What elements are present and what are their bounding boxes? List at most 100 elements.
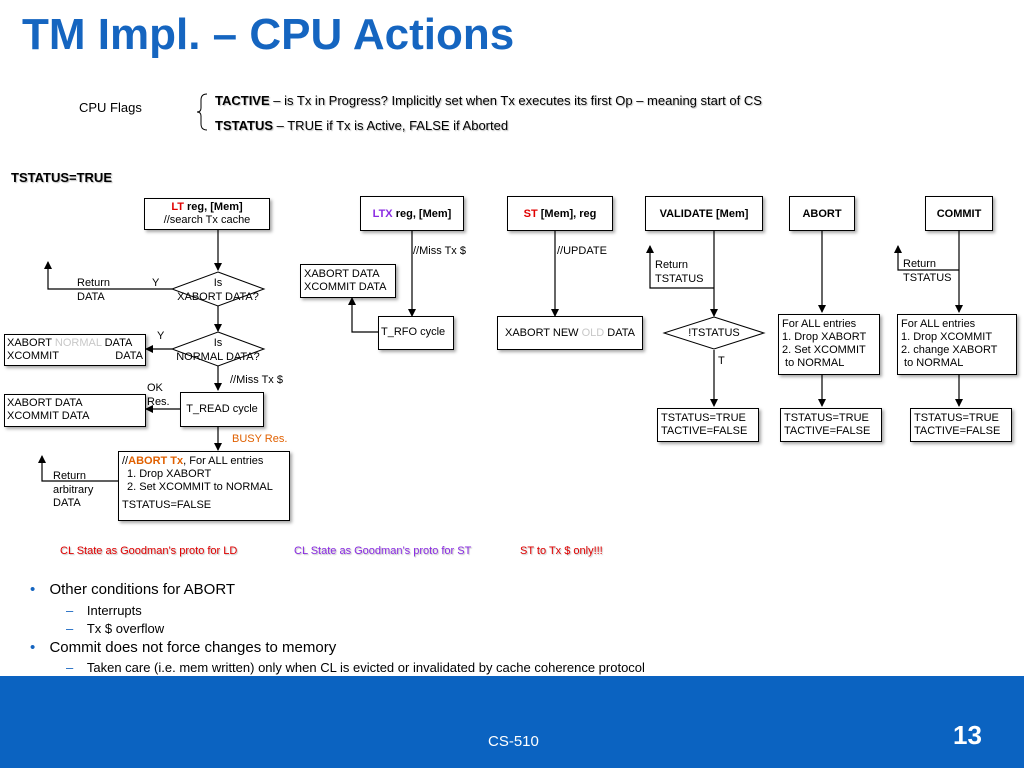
validate-box: VALIDATE [Mem] [645,196,763,231]
ltx-xbox-line2: XCOMMIT DATA [304,281,387,293]
abort-tx-word: ABORT Tx [128,455,184,467]
xabort-box-line1: XABORT DATA [7,397,83,409]
tstatus-desc: – TRUE if Tx is Active, FALSE if Aborted [273,118,509,133]
st-xabort-box: XABORT NEW OLD DATA [497,316,643,350]
tactive-desc: – is Tx in Progress? Implicitly set when… [269,93,762,108]
busy-res-label: BUSY Res. [232,433,288,445]
diamond-normal-line2: NORMAL DATA? [176,350,260,363]
return-data-line1: Return [77,277,111,289]
course-label: CS-510 [488,733,539,750]
commit-return-line2: TSTATUS [903,271,952,284]
return-data-line2: DATA [77,290,105,303]
return-arb-line3: DATA [53,497,81,509]
abort-tstatus: TSTATUS=FALSE [122,499,212,511]
normal-box-data: DATA [101,337,133,349]
abort-entries-line1: For ALL entries [782,318,857,330]
page-number: 13 [953,720,982,750]
ltx-box: LTX reg, [Mem] [360,196,464,231]
legend-st: CL State as Goodman’s proto for ST [294,545,472,557]
diamond-xabort [170,271,266,307]
ltx-op: LTX [372,208,393,220]
ld-miss-label: //Miss Tx $ [230,374,283,386]
lt-op: LT [171,201,184,213]
abort-suffix: , For ALL entries [183,455,264,467]
return-data-label: Return DATA [77,277,110,304]
validate-return-line2: TSTATUS [655,272,704,285]
lt-box: LT reg, [Mem] //search Tx cache [144,198,270,230]
ltx-args: reg, [Mem] [392,208,452,220]
st-update-label: //UPDATE [557,245,607,257]
return-arbitrary-label: Return arbitrary DATA [53,470,93,511]
cpu-flags-label: CPU Flags [79,100,142,115]
lt-args: reg, [Mem] [183,201,243,213]
legend-st-only: ST to Tx $ only!!! [520,545,603,557]
flow-connectors [38,230,963,482]
tstatus-diamond-text: !TSTATUS [688,327,740,339]
abort-prefix: // [122,455,129,467]
commit-result-box: TSTATUS=TRUE TACTIVE=FALSE [910,408,1012,442]
abort-box: ABORT [789,196,855,231]
validate-return-line1: Return [655,259,689,271]
t-label: T [718,355,725,367]
st-box-xabort-new: XABORT NEW [505,327,582,339]
st-box-data: DATA [604,327,635,339]
return-arb-line1: Return [53,470,87,482]
commit-entries-line1: For ALL entries [901,318,976,330]
page-title: TM Impl. – CPU Actions [22,10,515,59]
diamond-xabort-text: Is XABORT DATA? [168,277,268,304]
validate-result-line1: TSTATUS=TRUE [661,412,746,424]
y-label-1: Y [152,277,160,289]
diamond-normal-line1: Is [213,337,223,349]
abort-result-line2: TACTIVE=FALSE [784,425,871,437]
res-label: Res. [147,395,170,408]
normal-box-xabort: XABORT [7,337,55,349]
abort-step1: 1. Drop XABORT [127,468,212,480]
commit-entries-line4: to NORMAL [901,357,964,369]
ltx-xabort-box: XABORT DATA XCOMMIT DATA [300,264,396,298]
st-box: ST [Mem], reg [507,196,613,231]
abort-entries-line4: to NORMAL [782,357,845,369]
diamond-tstatus [662,316,766,350]
commit-result-line2: TACTIVE=FALSE [914,425,1001,437]
diamond-normal [170,331,266,367]
commit-return-line1: Return [903,258,937,270]
diamond-normal-text: Is NORMAL DATA? [168,337,268,364]
normal-data-box: XABORT NORMAL DATA XCOMMIT DATA [4,334,146,366]
st-op: ST [523,208,538,220]
commit-return-label: Return TSTATUS [903,258,951,285]
lt-comment: //search Tx cache [163,214,251,226]
commit-entries-line3: 2. change XABORT [901,344,998,356]
section-label: TSTATUS=TRUE [11,170,112,185]
validate-return-label: Return TSTATUS [655,259,703,286]
abort-step2: 2. Set XCOMMIT to NORMAL [127,481,273,493]
abort-result-box: TSTATUS=TRUE TACTIVE=FALSE [780,408,882,442]
abort-entries-box: For ALL entries 1. Drop XABORT 2. Set XC… [778,314,880,375]
curly-brace [196,93,208,131]
validate-result-line2: TACTIVE=FALSE [661,425,748,437]
st-args: [Mem], reg [537,208,597,220]
tstatus-name: TSTATUS [215,118,274,133]
diamond-xabort-line1: Is [213,277,223,289]
st-box-old: OLD [581,327,605,339]
ltx-miss-label: //Miss Tx $ [413,245,466,257]
commit-box: COMMIT [925,196,993,231]
tstatus-definition: TSTATUS – TRUE if Tx is Active, FALSE if… [215,118,508,133]
tactive-definition: TACTIVE – is Tx in Progress? Implicitly … [215,93,762,108]
commit-result-line1: TSTATUS=TRUE [914,412,999,424]
normal-box-data2: DATA [115,350,143,362]
t-rfo-box: T_RFO cycle [378,316,454,350]
diamond-xabort-line2: XABORT DATA? [177,290,259,303]
abort-result-line1: TSTATUS=TRUE [784,412,869,424]
ok-res-label: OK Res. [147,382,170,409]
normal-box-xcommit: XCOMMIT [7,350,59,362]
footer-bar: CS-510 13 [0,676,1024,768]
return-arb-line2: arbitrary [53,483,94,496]
normal-box-normal: NORMAL [54,337,102,349]
validate-result-box: TSTATUS=TRUE TACTIVE=FALSE [657,408,759,442]
y-label-2: Y [157,330,165,342]
tactive-name: TACTIVE [215,93,270,108]
commit-entries-box: For ALL entries 1. Drop XCOMMIT 2. chang… [897,314,1017,375]
xabort-box-line2: XCOMMIT DATA [7,410,90,422]
xabort-data-box: XABORT DATA XCOMMIT DATA [4,394,146,427]
ok-label: OK [147,382,163,394]
